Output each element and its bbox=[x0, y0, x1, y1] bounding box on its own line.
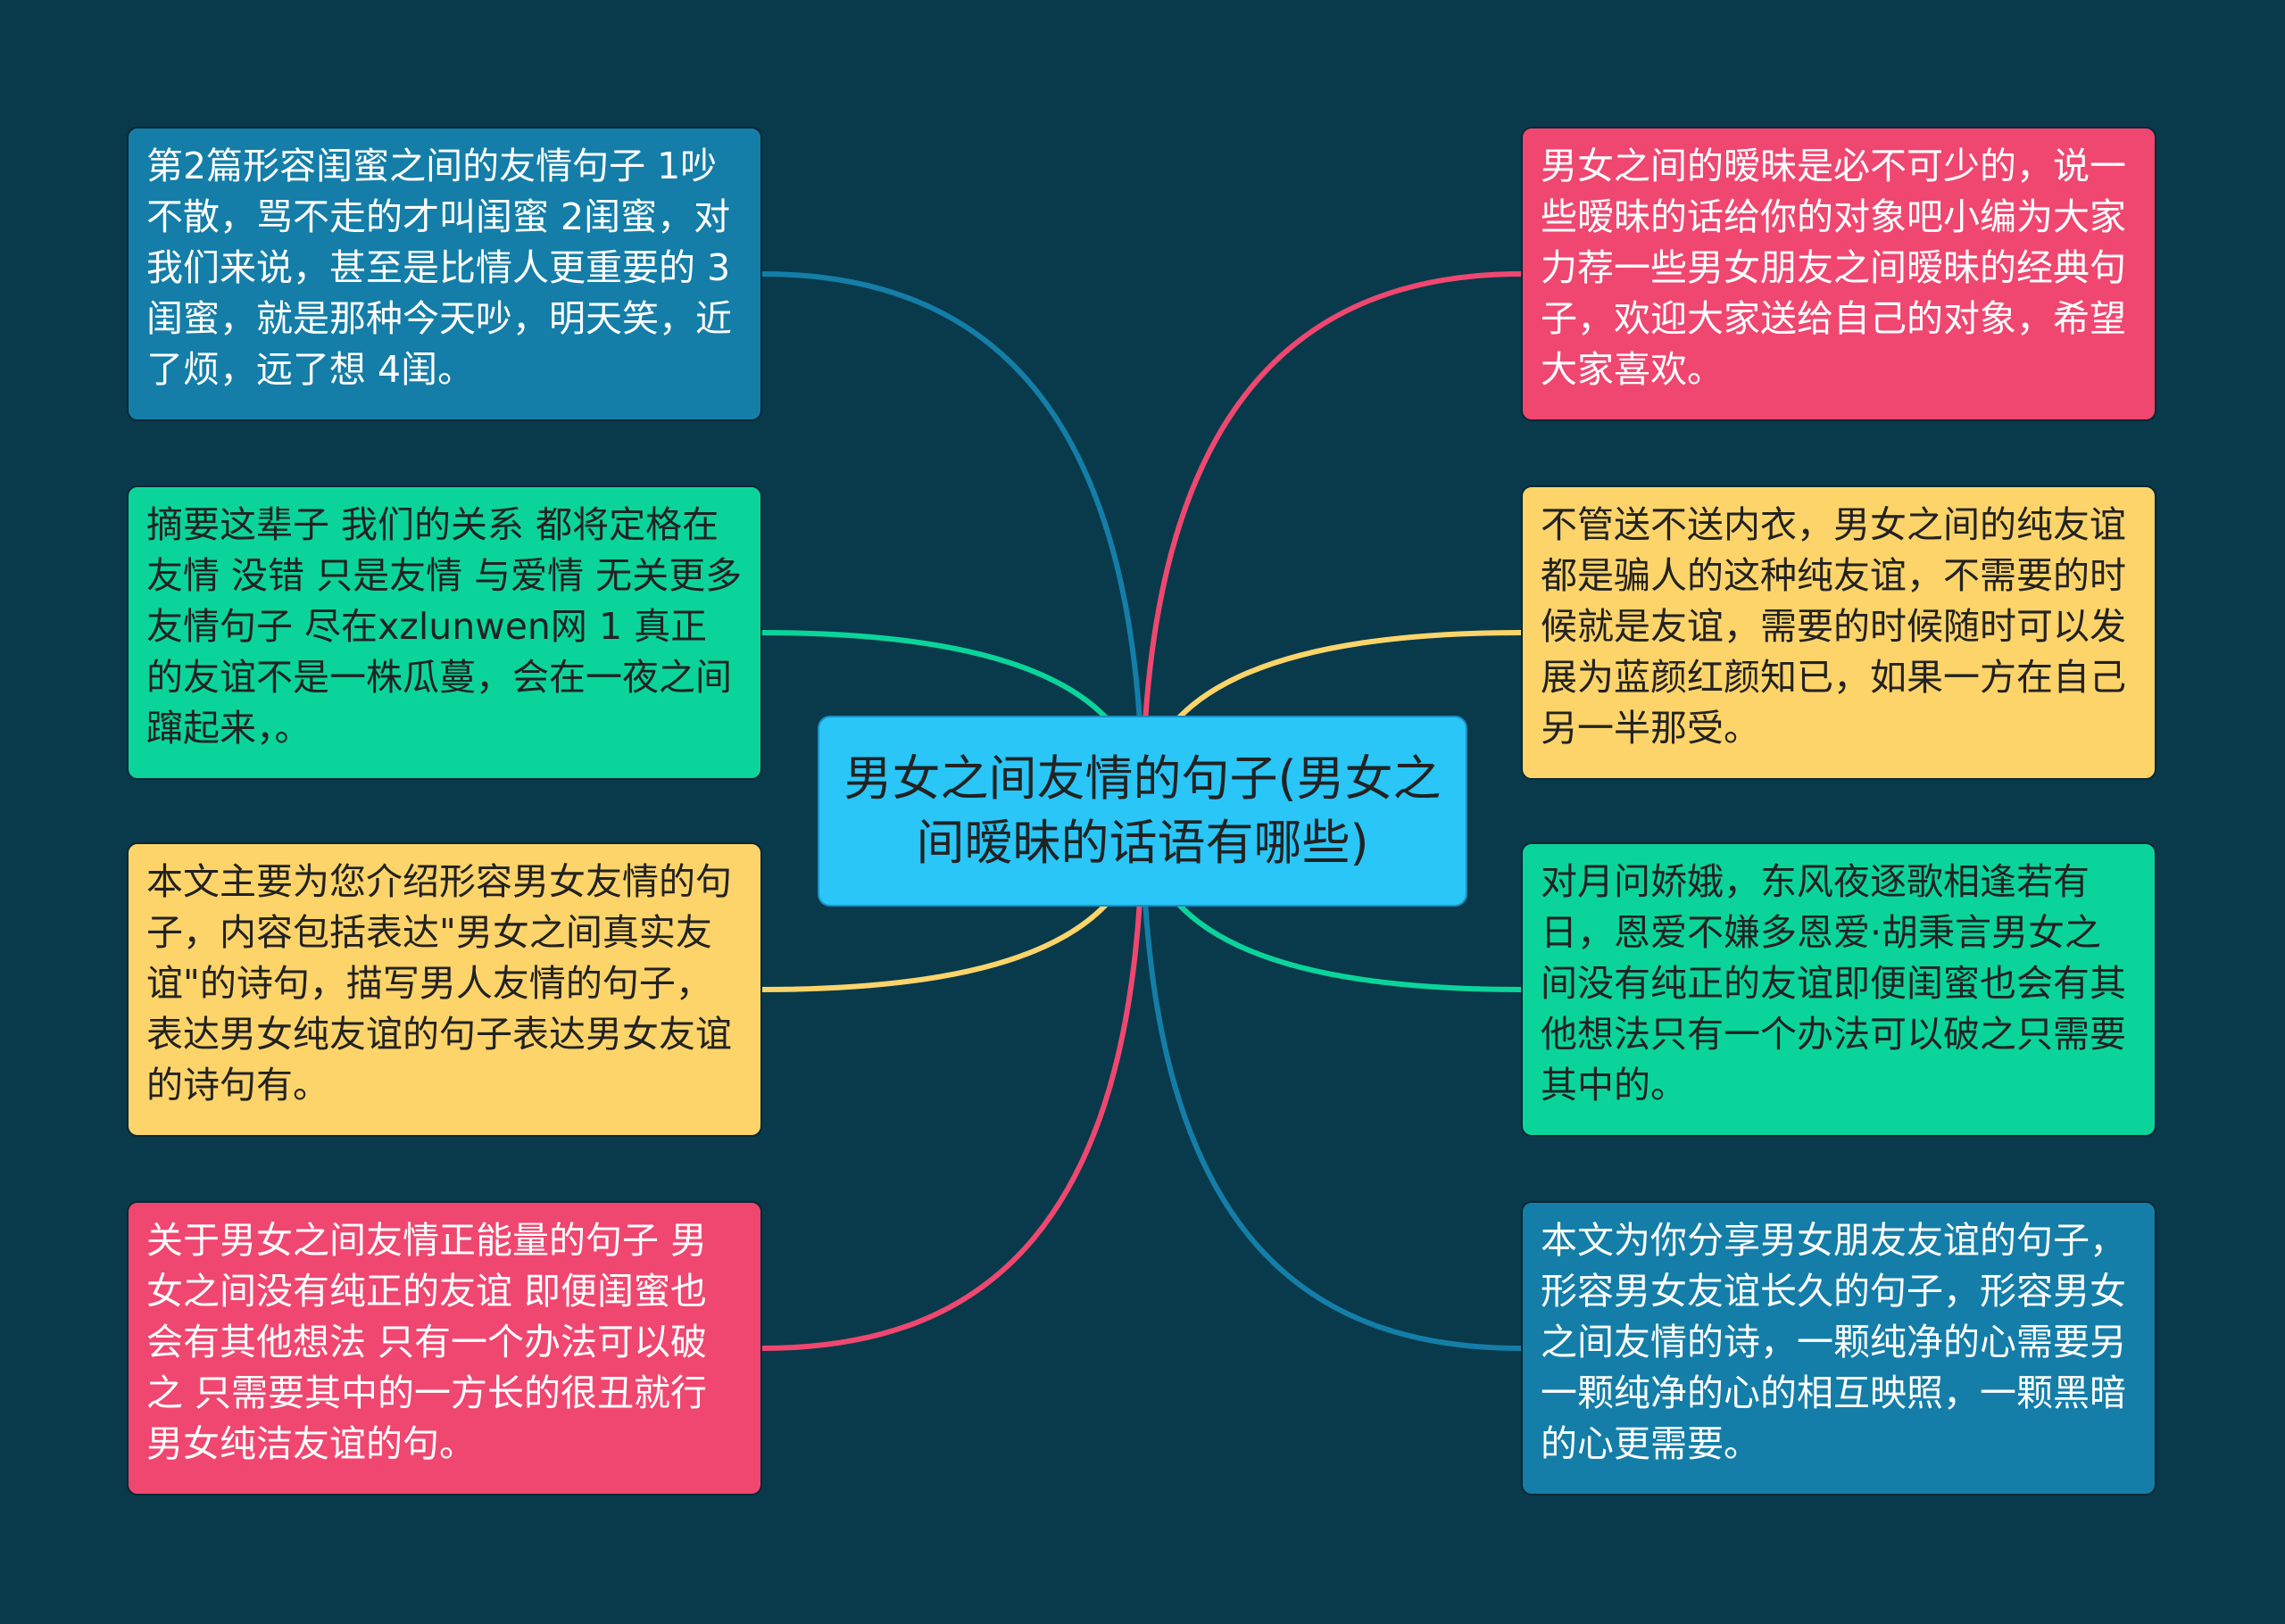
left-node-1-text: 第2篇形容闺蜜之间的友情句子 1吵不散，骂不走的才叫闺蜜 2闺蜜，对我们来说，甚… bbox=[146, 145, 732, 391]
left-node-4[interactable]: 关于男女之间友情正能量的句子 男女之间没有纯正的友谊 即便闺蜜也会有其他想法 只… bbox=[127, 1201, 762, 1496]
central-topic-text: 男女之间友情的句子(男女之间暧昧的话语有哪些) bbox=[843, 750, 1442, 871]
right-node-3[interactable]: 对月问娇娥，东风夜逐歌相逢若有日，恩爱不嫌多恩爱·胡秉言男女之间没有纯正的友谊即… bbox=[1521, 842, 2156, 1137]
right-node-1[interactable]: 男女之间的暧昧是必不可少的，说一些暧昧的话给你的对象吧小编为大家力荐一些男女朋友… bbox=[1521, 127, 2156, 421]
left-node-1[interactable]: 第2篇形容闺蜜之间的友情句子 1吵不散，骂不走的才叫闺蜜 2闺蜜，对我们来说，甚… bbox=[127, 127, 762, 421]
central-topic[interactable]: 男女之间友情的句子(男女之间暧昧的话语有哪些) bbox=[818, 716, 1467, 907]
right-node-4-text: 本文为你分享男女朋友友谊的句子，形容男女友谊长久的句子，形容男女之间友情的诗，一… bbox=[1541, 1219, 2126, 1465]
connector-left-1 bbox=[761, 271, 1145, 811]
left-node-2-text: 摘要这辈子 我们的关系 都将定格在友情 没错 只是友情 与爱情 无关更多 友情句… bbox=[146, 503, 743, 750]
left-node-2[interactable]: 摘要这辈子 我们的关系 都将定格在友情 没错 只是友情 与爱情 无关更多 友情句… bbox=[127, 485, 762, 780]
connector-left-4 bbox=[761, 809, 1145, 1351]
right-node-2-text: 不管送不送内衣，男女之间的纯友谊都是骗人的这种纯友谊，不需要的时候就是友谊，需要… bbox=[1541, 503, 2126, 750]
left-node-3[interactable]: 本文主要为您介绍形容男女友情的句子，内容包括表达"男女之间真实友谊"的诗句，描写… bbox=[127, 842, 762, 1137]
right-node-3-text: 对月问娇娥，东风夜逐歌相逢若有日，恩爱不嫌多恩爱·胡秉言男女之间没有纯正的友谊即… bbox=[1541, 860, 2126, 1106]
connector-right-4 bbox=[1140, 809, 1522, 1351]
connector-right-1 bbox=[1140, 271, 1522, 811]
right-node-2[interactable]: 不管送不送内衣，男女之间的纯友谊都是骗人的这种纯友谊，不需要的时候就是友谊，需要… bbox=[1521, 485, 2156, 780]
right-node-4[interactable]: 本文为你分享男女朋友友谊的句子，形容男女友谊长久的句子，形容男女之间友情的诗，一… bbox=[1521, 1201, 2156, 1496]
left-node-4-text: 关于男女之间友情正能量的句子 男女之间没有纯正的友谊 即便闺蜜也会有其他想法 只… bbox=[146, 1219, 708, 1465]
left-node-3-text: 本文主要为您介绍形容男女友情的句子，内容包括表达"男女之间真实友谊"的诗句，描写… bbox=[146, 860, 732, 1106]
right-node-1-text: 男女之间的暧昧是必不可少的，说一些暧昧的话给你的对象吧小编为大家力荐一些男女朋友… bbox=[1541, 145, 2126, 391]
